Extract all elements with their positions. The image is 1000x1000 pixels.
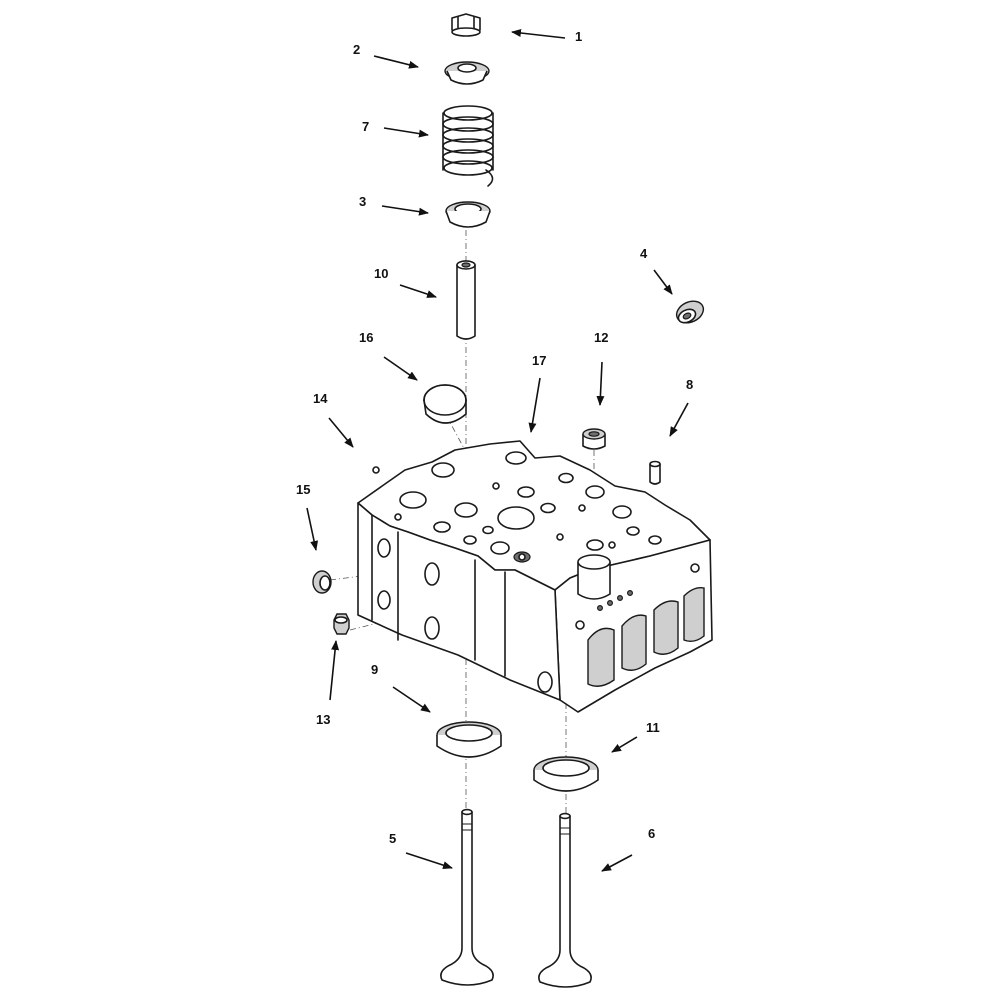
arrow-12 xyxy=(596,361,605,406)
callout-13: 13 xyxy=(316,712,330,727)
part-4-plug xyxy=(675,300,705,324)
leader-arrows xyxy=(306,29,689,872)
callout-7: 7 xyxy=(362,119,369,134)
arrow-6 xyxy=(601,854,633,872)
part-13-plug xyxy=(333,613,350,635)
part-2-spring-retainer xyxy=(444,61,490,85)
arrow-2 xyxy=(373,55,419,69)
callout-14: 14 xyxy=(313,391,328,406)
part-16-cup-plug xyxy=(423,384,467,424)
part-9-valve-seat-insert xyxy=(436,721,502,758)
part-11-valve-seat-insert xyxy=(533,756,599,792)
part-1-valve-collets xyxy=(451,13,481,37)
part-10-valve-guide xyxy=(456,260,476,340)
callout-6: 6 xyxy=(648,826,655,841)
callout-1: 1 xyxy=(575,29,582,44)
callout-labels: 1 2 3 4 5 6 7 8 9 10 11 12 13 14 15 16 1… xyxy=(296,29,693,846)
arrow-3 xyxy=(381,205,429,216)
arrow-13 xyxy=(329,640,340,701)
callout-5: 5 xyxy=(389,831,396,846)
callout-11: 11 xyxy=(646,720,660,735)
part-5-intake-valve xyxy=(440,808,494,986)
arrow-9 xyxy=(392,686,431,713)
arrow-5 xyxy=(405,852,453,870)
arrow-7 xyxy=(383,127,429,138)
arrow-10 xyxy=(399,284,437,298)
arrow-17 xyxy=(528,377,541,433)
arrow-8 xyxy=(669,402,689,437)
callout-4: 4 xyxy=(640,246,648,261)
part-3-spring-seat xyxy=(445,201,491,228)
callout-12: 12 xyxy=(594,330,608,345)
part-7-valve-spring xyxy=(442,105,494,187)
arrow-14 xyxy=(328,417,354,448)
arrow-11 xyxy=(611,736,638,753)
arrow-16 xyxy=(383,356,418,381)
callout-2: 2 xyxy=(353,42,360,57)
part-17-cylinder-head xyxy=(357,440,713,713)
arrow-15 xyxy=(306,507,319,551)
callout-9: 9 xyxy=(371,662,378,677)
callout-8: 8 xyxy=(686,377,693,392)
callout-10: 10 xyxy=(374,266,388,281)
arrow-1 xyxy=(511,29,566,39)
callout-3: 3 xyxy=(359,194,366,209)
arrow-4 xyxy=(653,269,673,295)
part-6-exhaust-valve xyxy=(538,812,592,988)
part-14-ball-plug xyxy=(372,466,380,474)
callout-15: 15 xyxy=(296,482,310,497)
part-15-plug xyxy=(312,570,332,594)
callout-16: 16 xyxy=(359,330,373,345)
part-8-dowel-pin xyxy=(649,460,661,485)
callout-17: 17 xyxy=(532,353,546,368)
part-12-plug xyxy=(582,428,606,450)
